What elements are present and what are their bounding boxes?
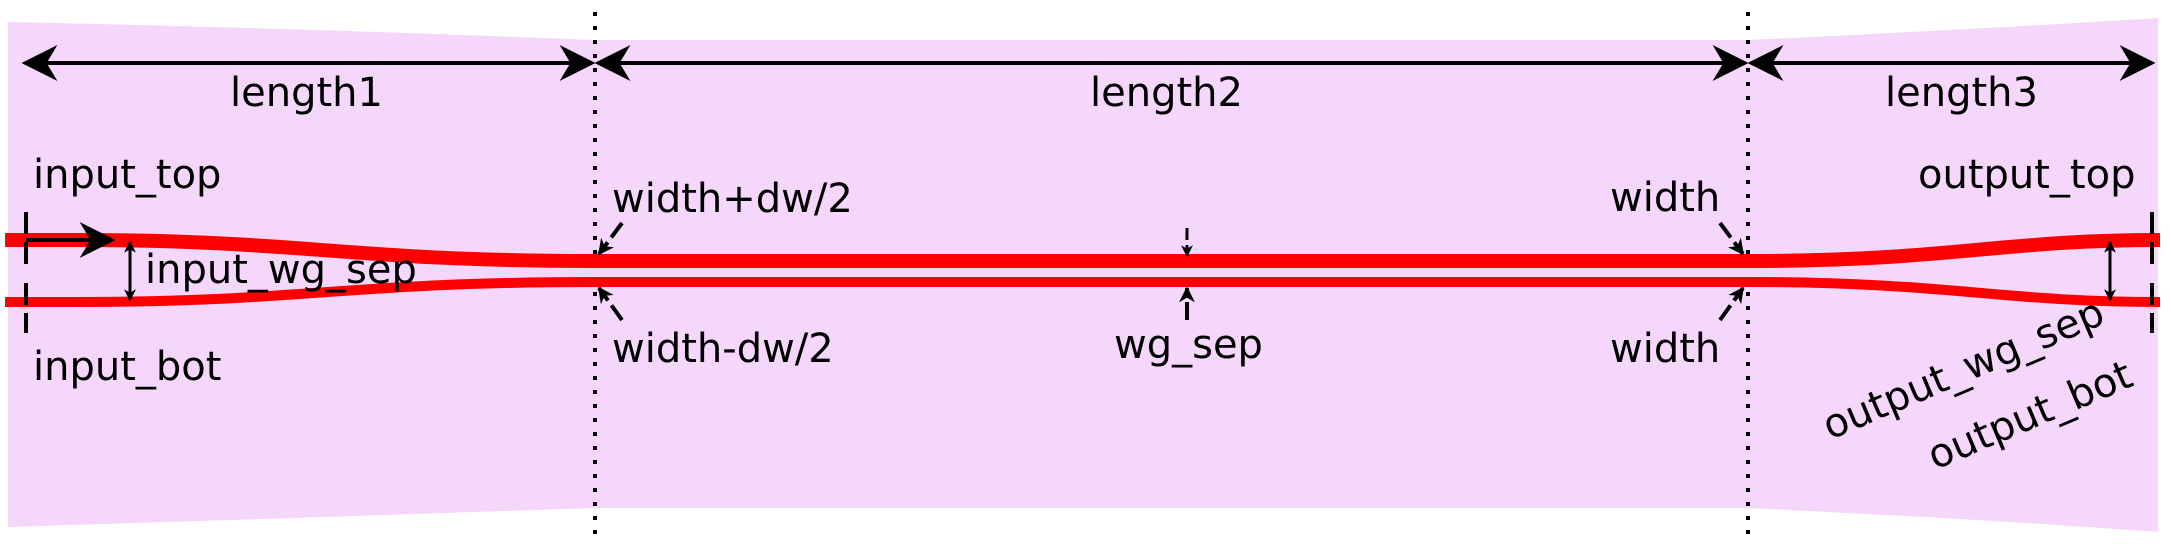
input-top-label: input_top — [33, 152, 221, 198]
width-minus-dw-label: width-dw/2 — [612, 326, 834, 372]
width-top-arrow — [1718, 221, 1745, 256]
input-wg-sep-label: input_wg_sep — [145, 247, 417, 293]
output-top-label: output_top — [1918, 152, 2135, 198]
width-bottom-label: width — [1610, 326, 1720, 372]
length1-label: length1 — [230, 70, 383, 116]
simulation-region — [8, 18, 2158, 532]
width-plus-dw-arrow — [597, 221, 624, 256]
length3-label: length3 — [1885, 70, 2038, 116]
width-plus-dw-label: width+dw/2 — [612, 176, 853, 222]
width-top-label: width — [1610, 175, 1720, 221]
input-bot-label: input_bot — [33, 344, 221, 390]
width-bottom-arrow — [1718, 286, 1745, 322]
wg-sep-label: wg_sep — [1114, 322, 1263, 368]
waveguide-bottom — [5, 277, 2161, 307]
width-minus-dw-arrow — [597, 286, 624, 322]
length2-label: length2 — [1090, 70, 1243, 116]
waveguide-top — [5, 233, 2161, 268]
